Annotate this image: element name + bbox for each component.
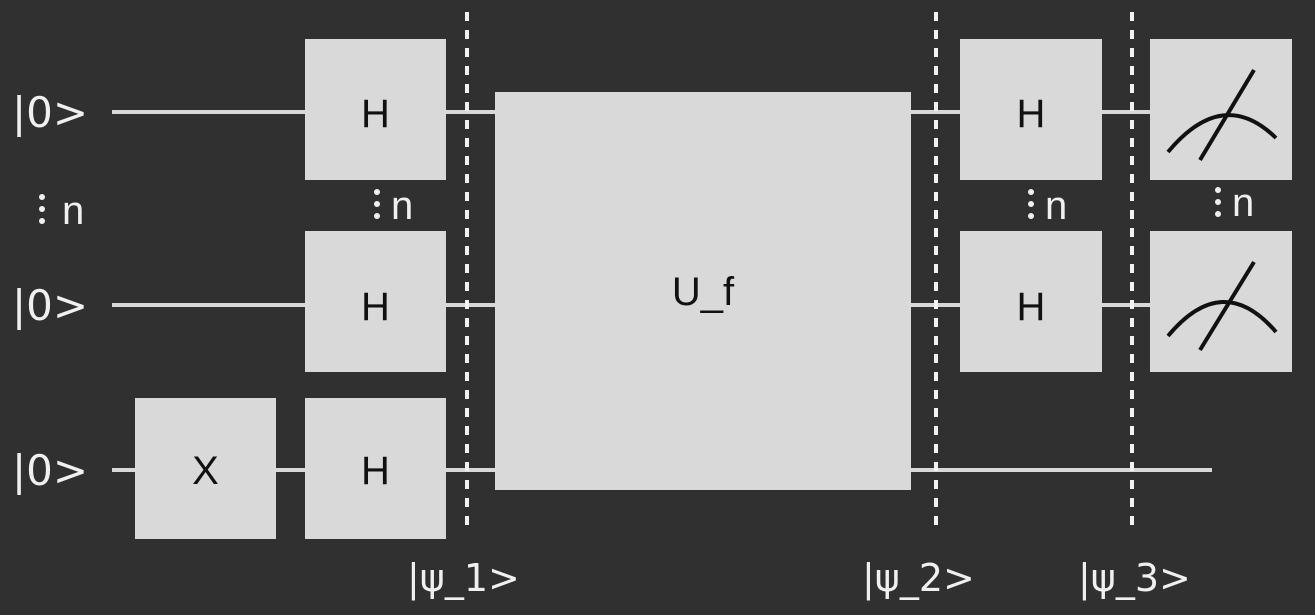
h-gate-label: H [1017,285,1046,329]
h-gate-middle-second: H [960,231,1102,372]
h-gate-label: H [1017,92,1046,136]
repeat-marker-h2: n [1028,184,1067,228]
state-labels: |ψ_1> |ψ_2> |ψ_3> [407,556,1191,601]
repeat-marker-h1: n [374,184,413,228]
state-label-psi-2: |ψ_2> [862,556,975,601]
qubit-label-ancilla: |0> [12,446,88,495]
oracle-gate-label: U_f [672,270,735,314]
measurement-meter-icon [1166,68,1278,162]
h-gate-top-first: H [305,39,446,180]
measurement-gate-middle [1150,231,1292,372]
repeat-marker-input: n [39,189,84,233]
vertical-ellipsis-icon [1028,189,1034,219]
h-gate-label: H [361,449,390,493]
h-gate-top-second: H [960,39,1102,180]
state-label-psi-1: |ψ_1> [407,556,520,601]
vertical-ellipsis-icon [1215,187,1221,217]
oracle-gate: U_f [495,92,911,490]
qubit-label-top: |0> [12,88,88,137]
barriers [465,12,1134,530]
measurement-meter-icon [1166,260,1278,352]
x-gate: X [135,398,276,539]
repeat-count-label: n [391,184,413,228]
x-gate-label: X [192,449,219,493]
repeat-count-label: n [1232,181,1254,225]
h-gate-label: H [361,92,390,136]
h-gate-middle-first: H [305,231,446,372]
h-gate-ancilla: H [305,398,446,539]
vertical-ellipsis-icon [374,189,380,219]
repeat-marker-measure: n [1215,181,1254,225]
repeat-count-label: n [1045,184,1067,228]
h-gate-label: H [361,285,390,329]
measurement-gate-top [1150,39,1292,180]
vertical-ellipsis-icon [39,194,45,224]
state-label-psi-3: |ψ_3> [1078,556,1191,601]
repeat-count-label: n [62,189,84,233]
qubit-labels: |0> |0> |0> [12,88,88,495]
qubit-label-middle: |0> [12,281,88,330]
wires [112,110,1212,472]
